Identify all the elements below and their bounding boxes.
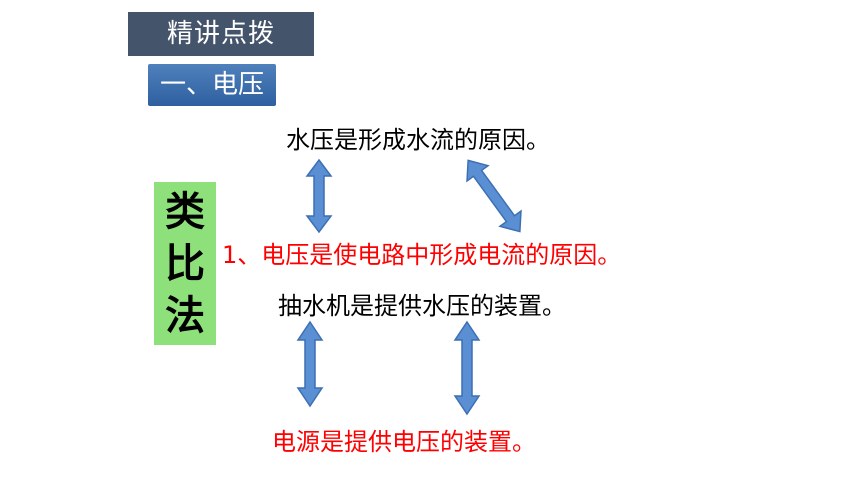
voltage-definition-text: 1、电压是使电路中形成电流的原因。 bbox=[222, 241, 622, 269]
double-arrow-icon bbox=[466, 159, 522, 233]
double-arrow-icon bbox=[305, 158, 333, 234]
section-title: 一、电压 bbox=[148, 64, 276, 106]
double-arrow-icon bbox=[453, 320, 481, 416]
double-arrow-icon bbox=[296, 320, 324, 408]
analogy-char-2: 比 bbox=[165, 240, 205, 287]
water-pressure-text: 水压是形成水流的原因。 bbox=[286, 126, 550, 154]
analogy-method-box: 类 比 法 bbox=[154, 182, 216, 345]
pump-text: 抽水机是提供水压的装置。 bbox=[278, 292, 566, 320]
power-source-text: 电源是提供电压的装置。 bbox=[272, 428, 536, 456]
analogy-char-1: 类 bbox=[165, 188, 205, 235]
analogy-char-3: 法 bbox=[165, 292, 205, 339]
page-header: 精讲点拨 bbox=[128, 12, 314, 56]
